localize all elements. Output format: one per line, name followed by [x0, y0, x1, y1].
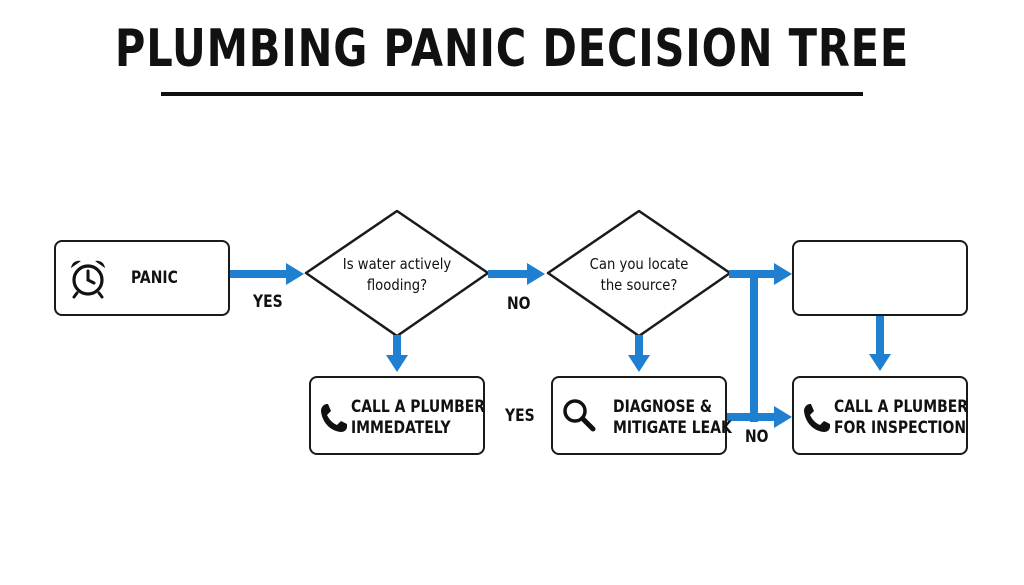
arrowhead-panic-to-flooding — [286, 263, 304, 285]
arrowhead-diagnose-to-inspection — [774, 406, 792, 428]
arrowhead-flooding-to-locate — [527, 263, 545, 285]
call-immediately-line1: CALL A PLUMBER — [351, 397, 485, 417]
panic-node[interactable]: PANIC — [54, 240, 230, 316]
arrow-flooding-to-locate — [488, 270, 529, 278]
phone-icon — [321, 404, 347, 432]
empty-node[interactable] — [792, 240, 968, 316]
arrowhead-locate-to-diagnose — [628, 355, 650, 372]
alarm-clock-icon — [71, 260, 105, 299]
call-inspection-label: CALL A PLUMBER FOR INSPECTION — [834, 397, 968, 439]
arrow-flooding-to-call — [393, 335, 401, 357]
arrow-locate-to-diagnose — [635, 335, 643, 357]
diagnose-node[interactable]: DIAGNOSE & MITIGATE LEAK — [551, 376, 732, 455]
arrowhead-box-to-inspection — [869, 354, 891, 371]
title-underline — [161, 92, 863, 96]
arrowhead-locate-to-box — [774, 263, 792, 285]
call-immediately-node[interactable]: CALL A PLUMBER IMMEDATELY — [309, 376, 485, 455]
call-immediately-label: CALL A PLUMBER IMMEDATELY — [351, 397, 485, 439]
call-inspection-line1: CALL A PLUMBER — [834, 397, 968, 417]
arrow-box-to-inspection — [876, 316, 884, 356]
locate-question: Can you locate the source? — [569, 254, 710, 296]
arrow-diagnose-to-inspection — [727, 413, 776, 421]
flooding-question-line2: flooding? — [366, 276, 428, 294]
diagnose-label: DIAGNOSE & MITIGATE LEAK — [613, 397, 732, 439]
edge-label-yes-panic: YES — [253, 292, 283, 312]
panic-label: PANIC — [131, 268, 178, 288]
call-inspection-node[interactable]: CALL A PLUMBER FOR INSPECTION — [792, 376, 968, 455]
connector-arrows — [230, 263, 891, 428]
arrow-panic-to-flooding — [230, 270, 288, 278]
call-inspection-line2: FOR INSPECTION — [834, 418, 967, 438]
diagnose-line1: DIAGNOSE & — [613, 397, 713, 417]
phone-icon — [804, 404, 830, 432]
arrowhead-flooding-to-call — [386, 355, 408, 372]
flooding-question-line1: Is water actively — [342, 255, 452, 273]
edge-label-yes-call: YES — [505, 406, 535, 426]
locate-question-line1: Can you locate — [589, 255, 689, 273]
magnifier-icon — [563, 399, 596, 432]
edge-label-no-diagnose: NO — [745, 427, 769, 447]
flooding-question: Is water actively flooding? — [327, 254, 468, 296]
locate-question-line2: the source? — [600, 276, 678, 294]
arrow-vertical-connector — [750, 270, 758, 422]
call-immediately-line2: IMMEDATELY — [351, 418, 451, 438]
page-title: PLUMBING PANIC DECISION TREE — [114, 19, 910, 79]
diagnose-line2: MITIGATE LEAK — [613, 418, 732, 438]
edge-label-no-flooding: NO — [507, 294, 531, 314]
